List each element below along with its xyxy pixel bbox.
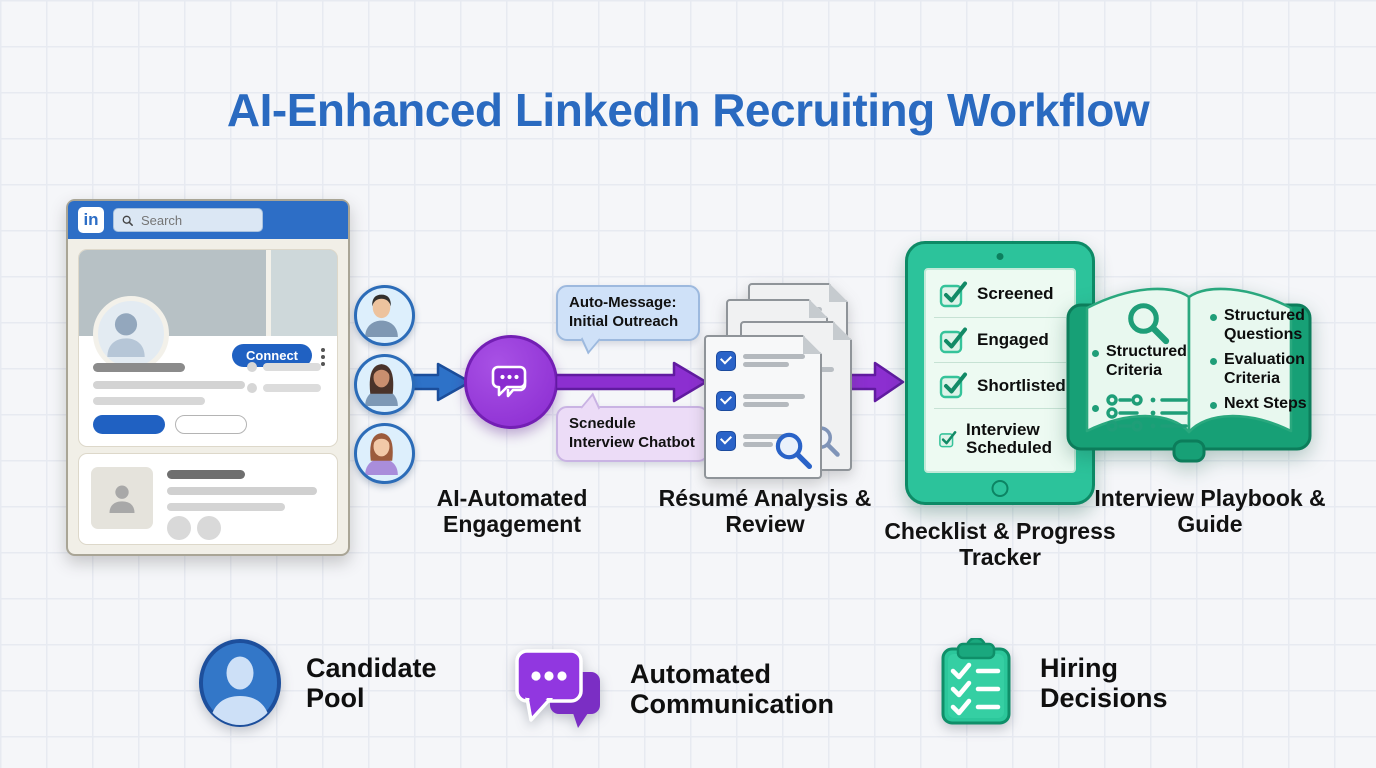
- connect-button[interactable]: Connect: [232, 344, 312, 367]
- checked-checkbox-icon: [716, 431, 736, 451]
- text-placeholder-bar: [167, 487, 317, 495]
- book-bullet: Evaluation Criteria: [1210, 351, 1310, 389]
- profile-card: Connect: [78, 249, 338, 447]
- thumbnail: [91, 467, 153, 529]
- checked-checkbox-icon: [939, 430, 957, 448]
- secondary-action-button[interactable]: [175, 415, 247, 434]
- checked-checkbox-icon: [939, 327, 967, 354]
- name-placeholder-bar: [93, 363, 185, 372]
- feed-card: [78, 453, 338, 545]
- candidate-avatar-male: [354, 285, 415, 346]
- detail-placeholder-bar: [263, 363, 321, 371]
- checklist-row: Screened: [934, 272, 1066, 318]
- caption-checklist: Checklist & Progress Tracker: [884, 518, 1116, 570]
- checked-checkbox-icon: [939, 372, 967, 399]
- caption-resume: Résumé Analysis & Review: [658, 485, 872, 537]
- search-icon: [1128, 303, 1170, 345]
- legend-item-candidate-pool: Candidate Pool: [198, 638, 476, 728]
- location-placeholder-bar: [93, 397, 205, 405]
- book-bullet-icon-row: [1092, 393, 1190, 433]
- page-title: AI-Enhanced LinkedIn Recruiting Workflow: [226, 83, 1150, 136]
- caption-engagement: AI-Automated Engagement: [436, 485, 588, 537]
- search-icon: [122, 215, 133, 226]
- linkedin-window: in Connect: [66, 199, 350, 556]
- arrow-engagement-to-resume: [556, 361, 708, 403]
- checklist-row: Interview Scheduled: [934, 409, 1066, 469]
- linkedin-header: in: [68, 201, 348, 239]
- legend-item-automated-communication: Automated Communication: [514, 646, 870, 732]
- title-placeholder-bar: [167, 470, 245, 479]
- resume-doc-front: [704, 335, 822, 479]
- profile-avatar: [93, 296, 169, 372]
- chatbot-bubble: Schedule Interview Chatbot: [556, 406, 709, 462]
- tablet-screen: Screened Engaged Shortlisted: [924, 268, 1076, 473]
- clipboard-check-icon: [941, 638, 1011, 725]
- structured-list-icon: [1106, 394, 1188, 432]
- magnifier-icon: [772, 429, 814, 471]
- book-bullet: Structured Questions: [1210, 307, 1310, 345]
- candidate-avatar-female-1: [354, 354, 415, 415]
- checked-checkbox-icon: [939, 281, 967, 308]
- playbook-book: Structured Criteria Structured Questions: [1064, 281, 1314, 477]
- search-bar[interactable]: [113, 208, 263, 232]
- checklist-tablet: Screened Engaged Shortlisted: [905, 241, 1095, 505]
- headline-placeholder-bar: [93, 381, 245, 389]
- person-silhouette-icon: [109, 485, 135, 513]
- chat-bubbles-icon: [515, 649, 600, 728]
- tablet-home-button: [991, 480, 1009, 497]
- book-bullet: Next Steps: [1210, 395, 1310, 414]
- auto-message-bubble: Auto-Message: Initial Outreach: [556, 285, 700, 341]
- checked-checkbox-icon: [716, 391, 736, 411]
- detail-placeholder-bar: [263, 384, 321, 392]
- ai-engagement-node: [464, 335, 558, 429]
- candidate-avatar-female-2: [354, 423, 415, 484]
- person-silhouette-icon: [107, 313, 145, 357]
- person-icon: [199, 639, 281, 727]
- checklist-row: Shortlisted: [934, 363, 1066, 409]
- detail-dot: [247, 362, 257, 372]
- book-bullet: Structured Criteria: [1092, 343, 1197, 381]
- reaction-dot: [167, 516, 191, 540]
- checked-checkbox-icon: [716, 351, 736, 371]
- linkedin-logo: in: [78, 207, 104, 233]
- detail-dot: [247, 383, 257, 393]
- checklist-row: Engaged: [934, 318, 1066, 364]
- tablet-camera-dot: [996, 253, 1004, 260]
- primary-action-button[interactable]: [93, 415, 165, 434]
- cover-photo-panel: [266, 250, 337, 336]
- resume-stack: [702, 283, 870, 481]
- reaction-dot: [197, 516, 221, 540]
- text-placeholder-bar: [167, 503, 285, 511]
- chat-bubbles-icon: [491, 365, 527, 398]
- legend-item-hiring-decisions: Hiring Decisions: [936, 638, 1240, 728]
- search-input[interactable]: [138, 211, 254, 229]
- caption-playbook: Interview Playbook & Guide: [1094, 485, 1326, 537]
- kebab-menu-icon[interactable]: [321, 347, 325, 352]
